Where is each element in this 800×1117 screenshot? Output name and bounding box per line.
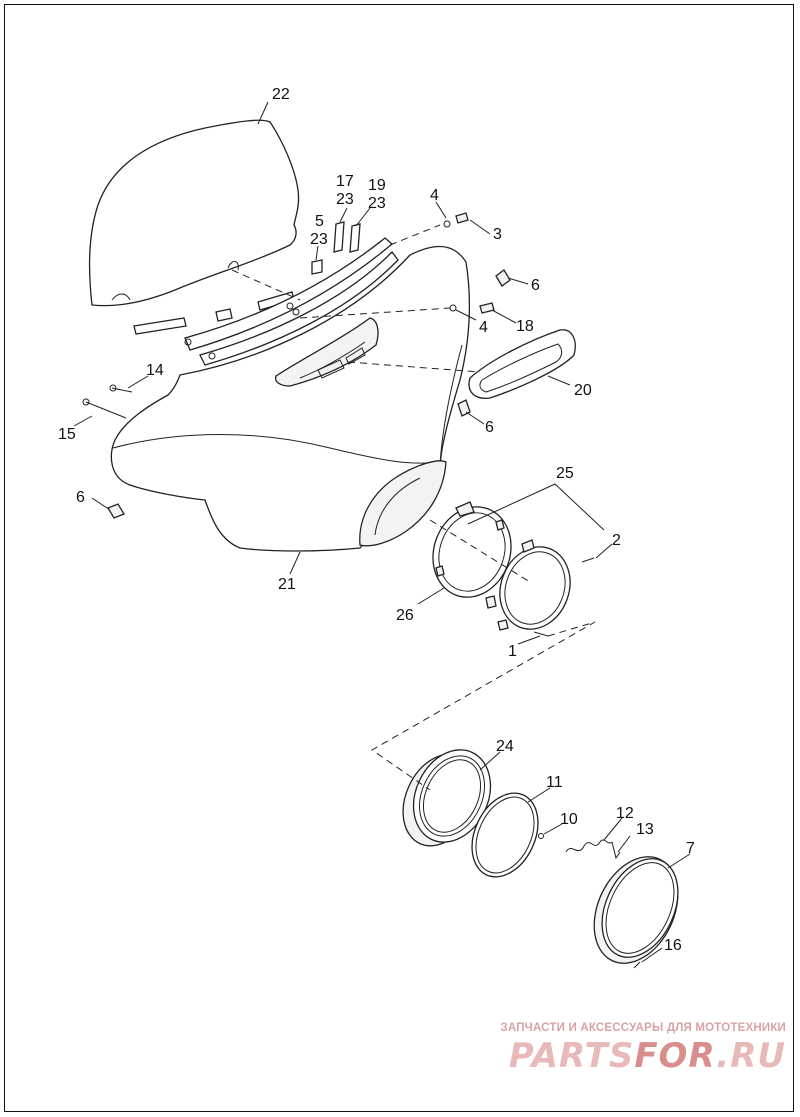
fairing-body-part <box>110 245 471 552</box>
callout-26: 26 <box>396 607 414 624</box>
leader-lines <box>73 101 691 963</box>
mounting-ring-part <box>432 501 512 598</box>
trim-clip-part <box>311 221 361 275</box>
vent-trim-part <box>468 329 576 399</box>
callout-23: 23 <box>310 231 328 248</box>
windshield-part <box>88 119 300 307</box>
callout-15: 15 <box>58 426 76 443</box>
headlamp-bracket-part <box>485 539 595 637</box>
trim-bezel-part <box>593 856 679 969</box>
callout-7: 7 <box>686 840 695 857</box>
callout-14: 14 <box>146 362 164 379</box>
callout-22: 22 <box>272 86 290 103</box>
watermark-logo-part2: FOR <box>634 1036 717 1076</box>
watermark-logo-part1: PARTS <box>508 1036 635 1076</box>
retaining-ring-part <box>471 792 544 878</box>
trim-strip-part <box>133 291 295 335</box>
callout-23: 23 <box>336 191 354 208</box>
spring-part <box>565 839 621 860</box>
callout-6: 6 <box>485 419 494 436</box>
callout-21: 21 <box>278 576 296 593</box>
callout-6: 6 <box>531 277 540 294</box>
callout-3: 3 <box>493 226 502 243</box>
callout-11: 11 <box>546 774 563 791</box>
watermark: ЗАПЧАСТИ И АКСЕССУАРЫ ДЛЯ МОТОТЕХНИКИ PA… <box>466 1022 786 1076</box>
callout-1: 1 <box>508 643 517 660</box>
callout-2: 2 <box>612 532 621 549</box>
headlamp-part <box>402 749 492 847</box>
callout-24: 24 <box>496 738 514 755</box>
callout-labels: 22 17 23 19 23 5 23 4 3 6 4 18 20 14 15 … <box>58 86 695 954</box>
callout-16: 16 <box>664 937 682 954</box>
callout-12: 12 <box>616 805 634 822</box>
callout-4: 4 <box>430 187 439 204</box>
callout-23: 23 <box>368 195 386 212</box>
watermark-logo-part3: .RU <box>716 1036 786 1076</box>
callout-10: 10 <box>560 811 578 828</box>
fastener-part <box>82 212 511 519</box>
callout-17: 17 <box>336 173 354 190</box>
callout-25: 25 <box>556 465 574 482</box>
callout-5: 5 <box>315 213 324 230</box>
watermark-logo: PARTSFOR.RU <box>466 1036 786 1076</box>
callout-20: 20 <box>574 382 592 399</box>
watermark-tagline: ЗАПЧАСТИ И АКСЕССУАРЫ ДЛЯ МОТОТЕХНИКИ <box>500 1022 786 1034</box>
callout-18: 18 <box>516 318 534 335</box>
alignment-lines <box>231 224 596 791</box>
callout-4: 4 <box>479 319 488 336</box>
callout-6: 6 <box>76 489 85 506</box>
callout-13: 13 <box>636 821 654 838</box>
callout-19: 19 <box>368 177 386 194</box>
